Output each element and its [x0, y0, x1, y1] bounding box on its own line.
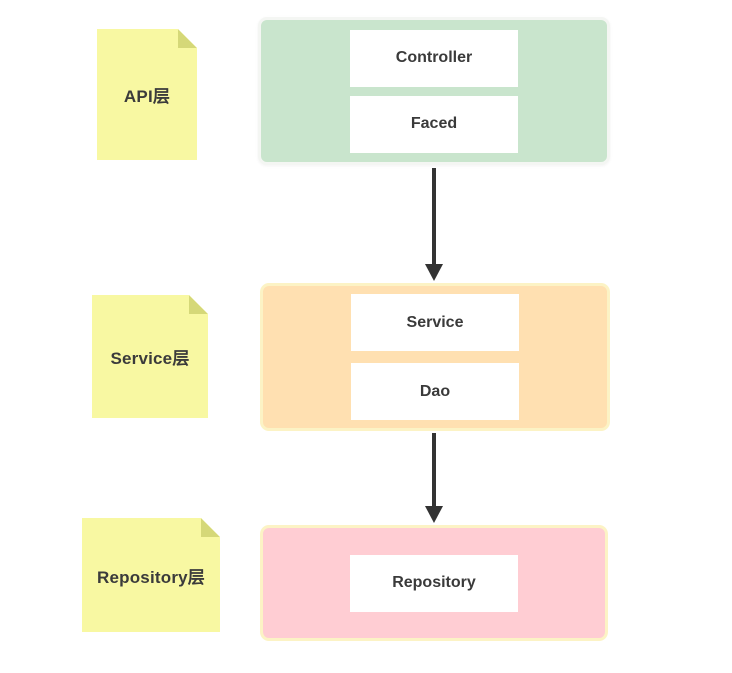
- repository-box-label: Repository: [392, 574, 476, 591]
- sticky-note-label: Service层: [110, 349, 190, 368]
- sticky-note-service-layer: Service层: [92, 295, 208, 418]
- folded-corner-icon: [178, 29, 197, 48]
- arrow-head-icon: [425, 506, 443, 523]
- sticky-note-api-layer: API层: [97, 29, 197, 160]
- service-layer-container: Service Dao: [260, 283, 610, 431]
- service-box: Service: [351, 294, 519, 351]
- arrow-head-icon: [425, 264, 443, 281]
- arrow-line: [432, 168, 436, 264]
- sticky-note-repository-layer: Repository层: [82, 518, 220, 632]
- folded-corner-icon: [201, 518, 220, 537]
- dao-box: Dao: [351, 363, 519, 420]
- arrow-service-to-repository: [425, 433, 443, 523]
- api-layer-container: Controller Faced: [258, 17, 610, 165]
- faced-box-label: Faced: [410, 115, 458, 132]
- service-box-label: Service: [406, 313, 464, 331]
- repository-box: Repository: [350, 554, 518, 612]
- controller-box-label: Controller: [395, 49, 473, 66]
- sticky-note-label: Repository层: [97, 567, 205, 587]
- folded-corner-icon: [189, 295, 208, 314]
- arrow-line: [432, 433, 436, 506]
- controller-box: Controller: [350, 29, 518, 87]
- arrow-api-to-service: [425, 168, 443, 281]
- faced-box: Faced: [350, 95, 518, 153]
- dao-box-label: Dao: [419, 382, 451, 400]
- repository-layer-container: Repository: [260, 525, 608, 641]
- sticky-note-label: API层: [123, 87, 171, 106]
